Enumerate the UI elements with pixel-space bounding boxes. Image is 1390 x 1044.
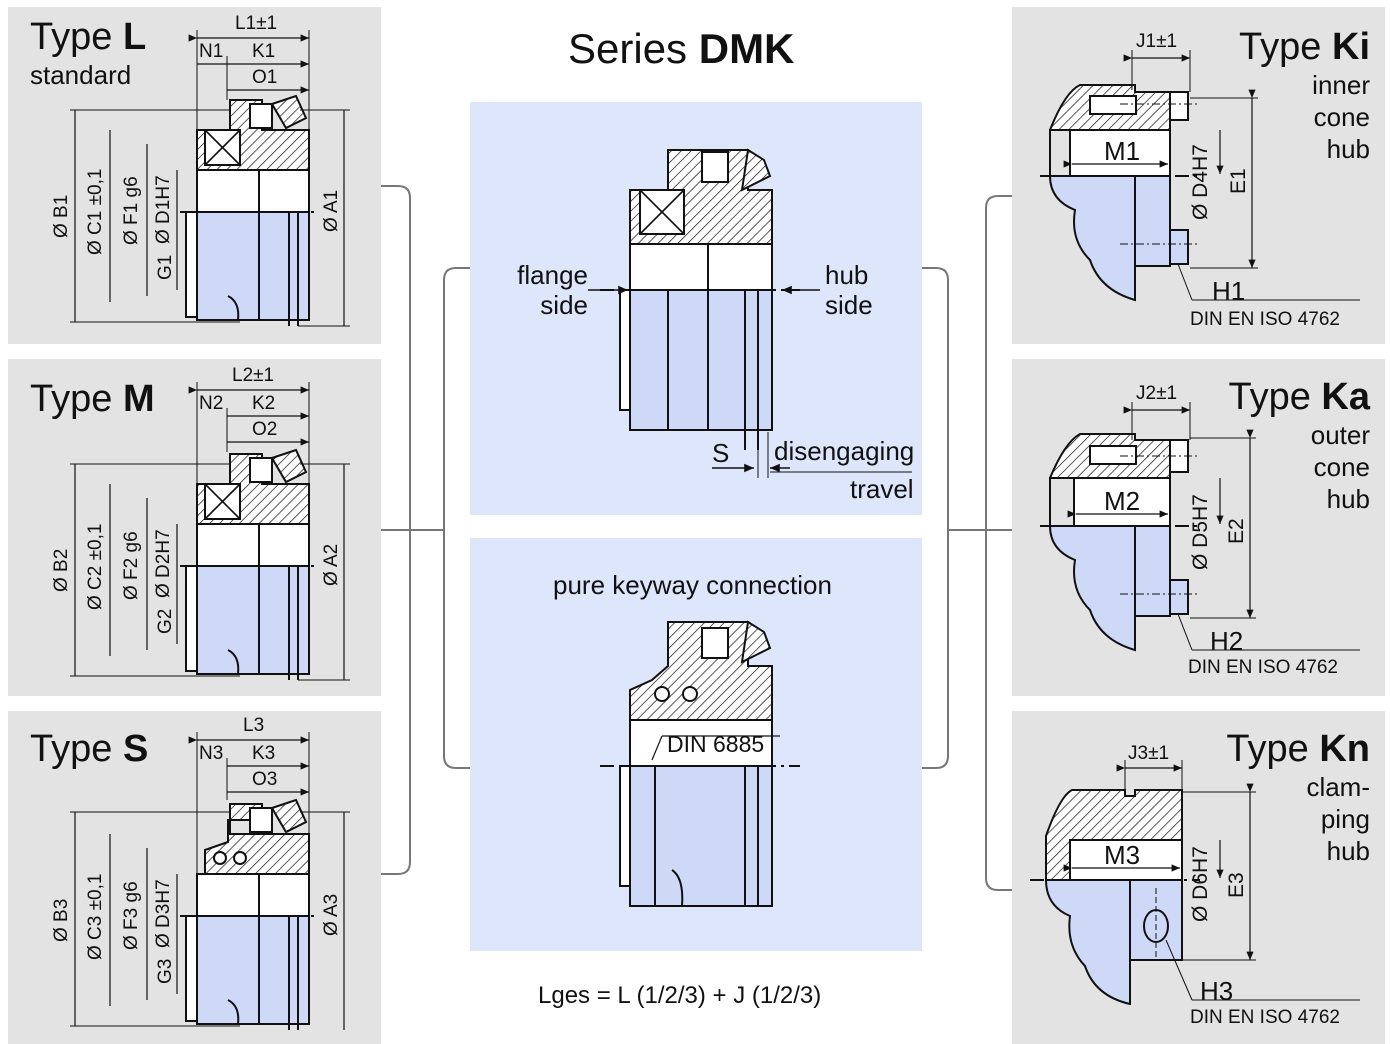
- type-l-dim-l: L1±1: [235, 13, 278, 34]
- type-l-dim-c: Ø C1 ±0,1: [85, 168, 106, 255]
- type-ki-desc-2: cone: [1313, 102, 1370, 132]
- type-l-letter: L: [122, 16, 147, 58]
- type-ka-letter: Ka: [1321, 376, 1370, 418]
- type-l-dim-f: Ø F1 g6: [121, 176, 142, 245]
- type-s-letter: S: [122, 728, 149, 770]
- type-ki-dim-e: E1: [1227, 168, 1250, 194]
- type-m-dim-f: Ø F2 g6: [121, 531, 142, 600]
- type-l-desc: standard: [30, 60, 132, 90]
- type-l-dim-o: O1: [252, 67, 278, 88]
- length-formula: Lges = L (1/2/3) + J (1/2/3): [538, 982, 822, 1009]
- type-ki-dim-j: J1±1: [1136, 31, 1178, 52]
- type-ki-dim-d: Ø D4H7: [1189, 144, 1212, 220]
- connector-brackets: [381, 185, 1012, 891]
- drawing-center-top: [588, 148, 912, 478]
- type-kn-desc-1: clam-: [1306, 772, 1370, 802]
- type-l-dim-n: N1: [199, 41, 224, 62]
- type-ka-dim-j: J2±1: [1136, 383, 1178, 404]
- type-ki-dim-h: H1: [1212, 276, 1246, 306]
- type-s-dim-o: O3: [252, 769, 278, 790]
- s-label: S: [712, 438, 730, 468]
- type-s-dim-d: Ø D3H7: [153, 879, 174, 948]
- type-ki-letter: Ki: [1332, 26, 1370, 68]
- type-kn-desc-3: hub: [1326, 836, 1370, 866]
- type-m-dim-k: K2: [252, 393, 276, 414]
- type-ka-dim-e: E2: [1225, 518, 1248, 544]
- type-s-dim-k: K3: [252, 743, 276, 764]
- travel-label: travel: [850, 474, 914, 504]
- type-ki-norm: DIN EN ISO 4762: [1190, 309, 1340, 330]
- type-s-dim-f: Ø F3 g6: [121, 881, 142, 950]
- din-6885-label: DIN 6885: [667, 731, 765, 757]
- type-m-prefix: Type: [30, 378, 113, 420]
- type-ka-desc-1: outer: [1310, 420, 1370, 450]
- type-l-dim-d: Ø D1H7: [153, 175, 174, 244]
- type-m-letter: M: [122, 378, 155, 420]
- type-m-dim-l: L2±1: [232, 365, 275, 386]
- type-l-dim-k: K1: [252, 41, 276, 62]
- type-ka-dim-m: M2: [1104, 486, 1141, 516]
- type-s-dim-a: Ø A3: [321, 893, 342, 936]
- type-kn-dim-d: Ø D6H7: [1189, 846, 1212, 922]
- type-s-dim-n: N3: [199, 743, 224, 764]
- type-ki-desc-3: hub: [1326, 134, 1370, 164]
- hub-label-2: side: [825, 290, 873, 320]
- type-s-dim-g: G3: [155, 958, 176, 984]
- flange-label-2: side: [540, 290, 588, 320]
- drawing-center-bottom: [600, 620, 800, 907]
- type-kn-dim-h: H3: [1200, 976, 1234, 1006]
- type-m-dim-o: O2: [252, 419, 278, 440]
- type-ki-dim-m: M1: [1104, 136, 1141, 166]
- type-l-dim-a: Ø A1: [321, 189, 342, 232]
- drawing-type-m: [70, 382, 350, 681]
- type-kn-norm: DIN EN ISO 4762: [1190, 1007, 1340, 1028]
- type-l-dim-b: Ø B1: [51, 194, 72, 238]
- type-ka-norm: DIN EN ISO 4762: [1188, 657, 1338, 678]
- type-l-title: Type L: [30, 18, 146, 56]
- type-kn-dim-j: J3±1: [1128, 743, 1170, 764]
- type-ka-prefix: Type: [1228, 376, 1311, 418]
- type-ka-desc-3: hub: [1326, 484, 1370, 514]
- type-m-title: Type M: [30, 380, 155, 418]
- type-ki-desc-1: inner: [1312, 70, 1370, 100]
- drawing-type-ka: [1040, 402, 1360, 652]
- type-ka-desc-2: cone: [1313, 452, 1370, 482]
- drawing-type-ki: [1040, 50, 1360, 302]
- series-name: DMK: [698, 25, 795, 72]
- type-kn-desc-2: ping: [1320, 804, 1370, 834]
- type-m-dim-g: G2: [155, 608, 176, 634]
- type-ka-dim-d: Ø D5H7: [1189, 494, 1212, 570]
- drawing-type-s: [70, 732, 350, 1030]
- type-ki-prefix: Type: [1239, 26, 1322, 68]
- series-prefix: Series: [568, 25, 688, 72]
- type-s-title: Type S: [30, 730, 148, 768]
- disengaging-label: disengaging: [774, 436, 915, 466]
- type-s-prefix: Type: [30, 728, 113, 770]
- type-kn-letter: Kn: [1319, 728, 1370, 770]
- type-kn-dim-e: E3: [1225, 872, 1248, 898]
- type-s-dim-c: Ø C3 ±0,1: [85, 873, 106, 960]
- type-l-prefix: Type: [30, 16, 113, 58]
- keyway-title: pure keyway connection: [553, 570, 832, 600]
- type-l-dim-g: G1: [155, 254, 176, 280]
- type-kn-prefix: Type: [1226, 728, 1309, 770]
- type-kn-title: Type Kn: [1190, 730, 1370, 768]
- type-m-dim-a: Ø A2: [321, 543, 342, 586]
- type-m-dim-d: Ø D2H7: [153, 529, 174, 598]
- drawing-type-kn: [1030, 760, 1360, 1006]
- drawing-type-l: [70, 30, 350, 327]
- type-s-dim-l: L3: [243, 715, 265, 736]
- type-s-dim-b: Ø B3: [51, 898, 72, 942]
- type-ka-title: Type Ka: [1190, 378, 1370, 416]
- hub-label-1: hub: [825, 260, 869, 290]
- flange-label-1: flange: [517, 260, 588, 290]
- type-m-dim-b: Ø B2: [51, 548, 72, 592]
- type-m-dim-c: Ø C2 ±0,1: [85, 523, 106, 610]
- type-m-dim-n: N2: [199, 393, 224, 414]
- type-ka-dim-h: H2: [1210, 626, 1244, 656]
- type-ki-title: Type Ki: [1190, 28, 1370, 66]
- type-kn-dim-m: M3: [1104, 840, 1141, 870]
- series-title: Series DMK: [568, 28, 794, 70]
